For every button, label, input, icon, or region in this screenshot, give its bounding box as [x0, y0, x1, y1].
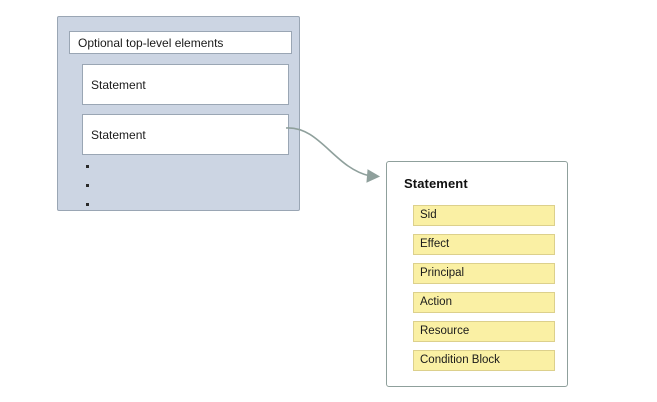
statement-field-label: Principal: [420, 266, 465, 279]
statement-detail-title: Statement: [404, 176, 468, 191]
statement-field-list: Sid Effect Principal Action Resource Con…: [413, 205, 555, 371]
statement-box: Statement: [82, 114, 289, 155]
curved-arrow-path: [285, 127, 371, 177]
policy-container-panel: Optional top-level elements Statement St…: [57, 16, 300, 211]
optional-top-level-elements-box: Optional top-level elements: [69, 31, 292, 54]
statement-field-label: Sid: [420, 208, 437, 221]
statement-field-row: Condition Block: [413, 350, 555, 371]
statement-field-label: Action: [420, 295, 452, 308]
statement-field-label: Condition Block: [420, 353, 500, 366]
statement-box-label: Statement: [91, 77, 146, 92]
arrow-head-icon: [366, 169, 381, 183]
statement-field-row: Resource: [413, 321, 555, 342]
statement-box-label: Statement: [91, 127, 146, 142]
optional-top-level-elements-label: Optional top-level elements: [78, 35, 224, 50]
statement-detail-panel: Statement Sid Effect Principal Action Re…: [386, 161, 568, 387]
vertical-ellipsis-icon: [86, 165, 96, 222]
ellipsis-dot: [86, 184, 89, 187]
statement-field-row: Sid: [413, 205, 555, 226]
statement-field-row: Principal: [413, 263, 555, 284]
ellipsis-dot: [86, 203, 89, 206]
ellipsis-dot: [86, 165, 89, 168]
statement-field-label: Resource: [420, 324, 470, 337]
statement-field-row: Action: [413, 292, 555, 313]
statement-field-row: Effect: [413, 234, 555, 255]
statement-field-label: Effect: [420, 237, 450, 250]
statement-box: Statement: [82, 64, 289, 105]
curved-arrow-icon: [285, 127, 381, 183]
